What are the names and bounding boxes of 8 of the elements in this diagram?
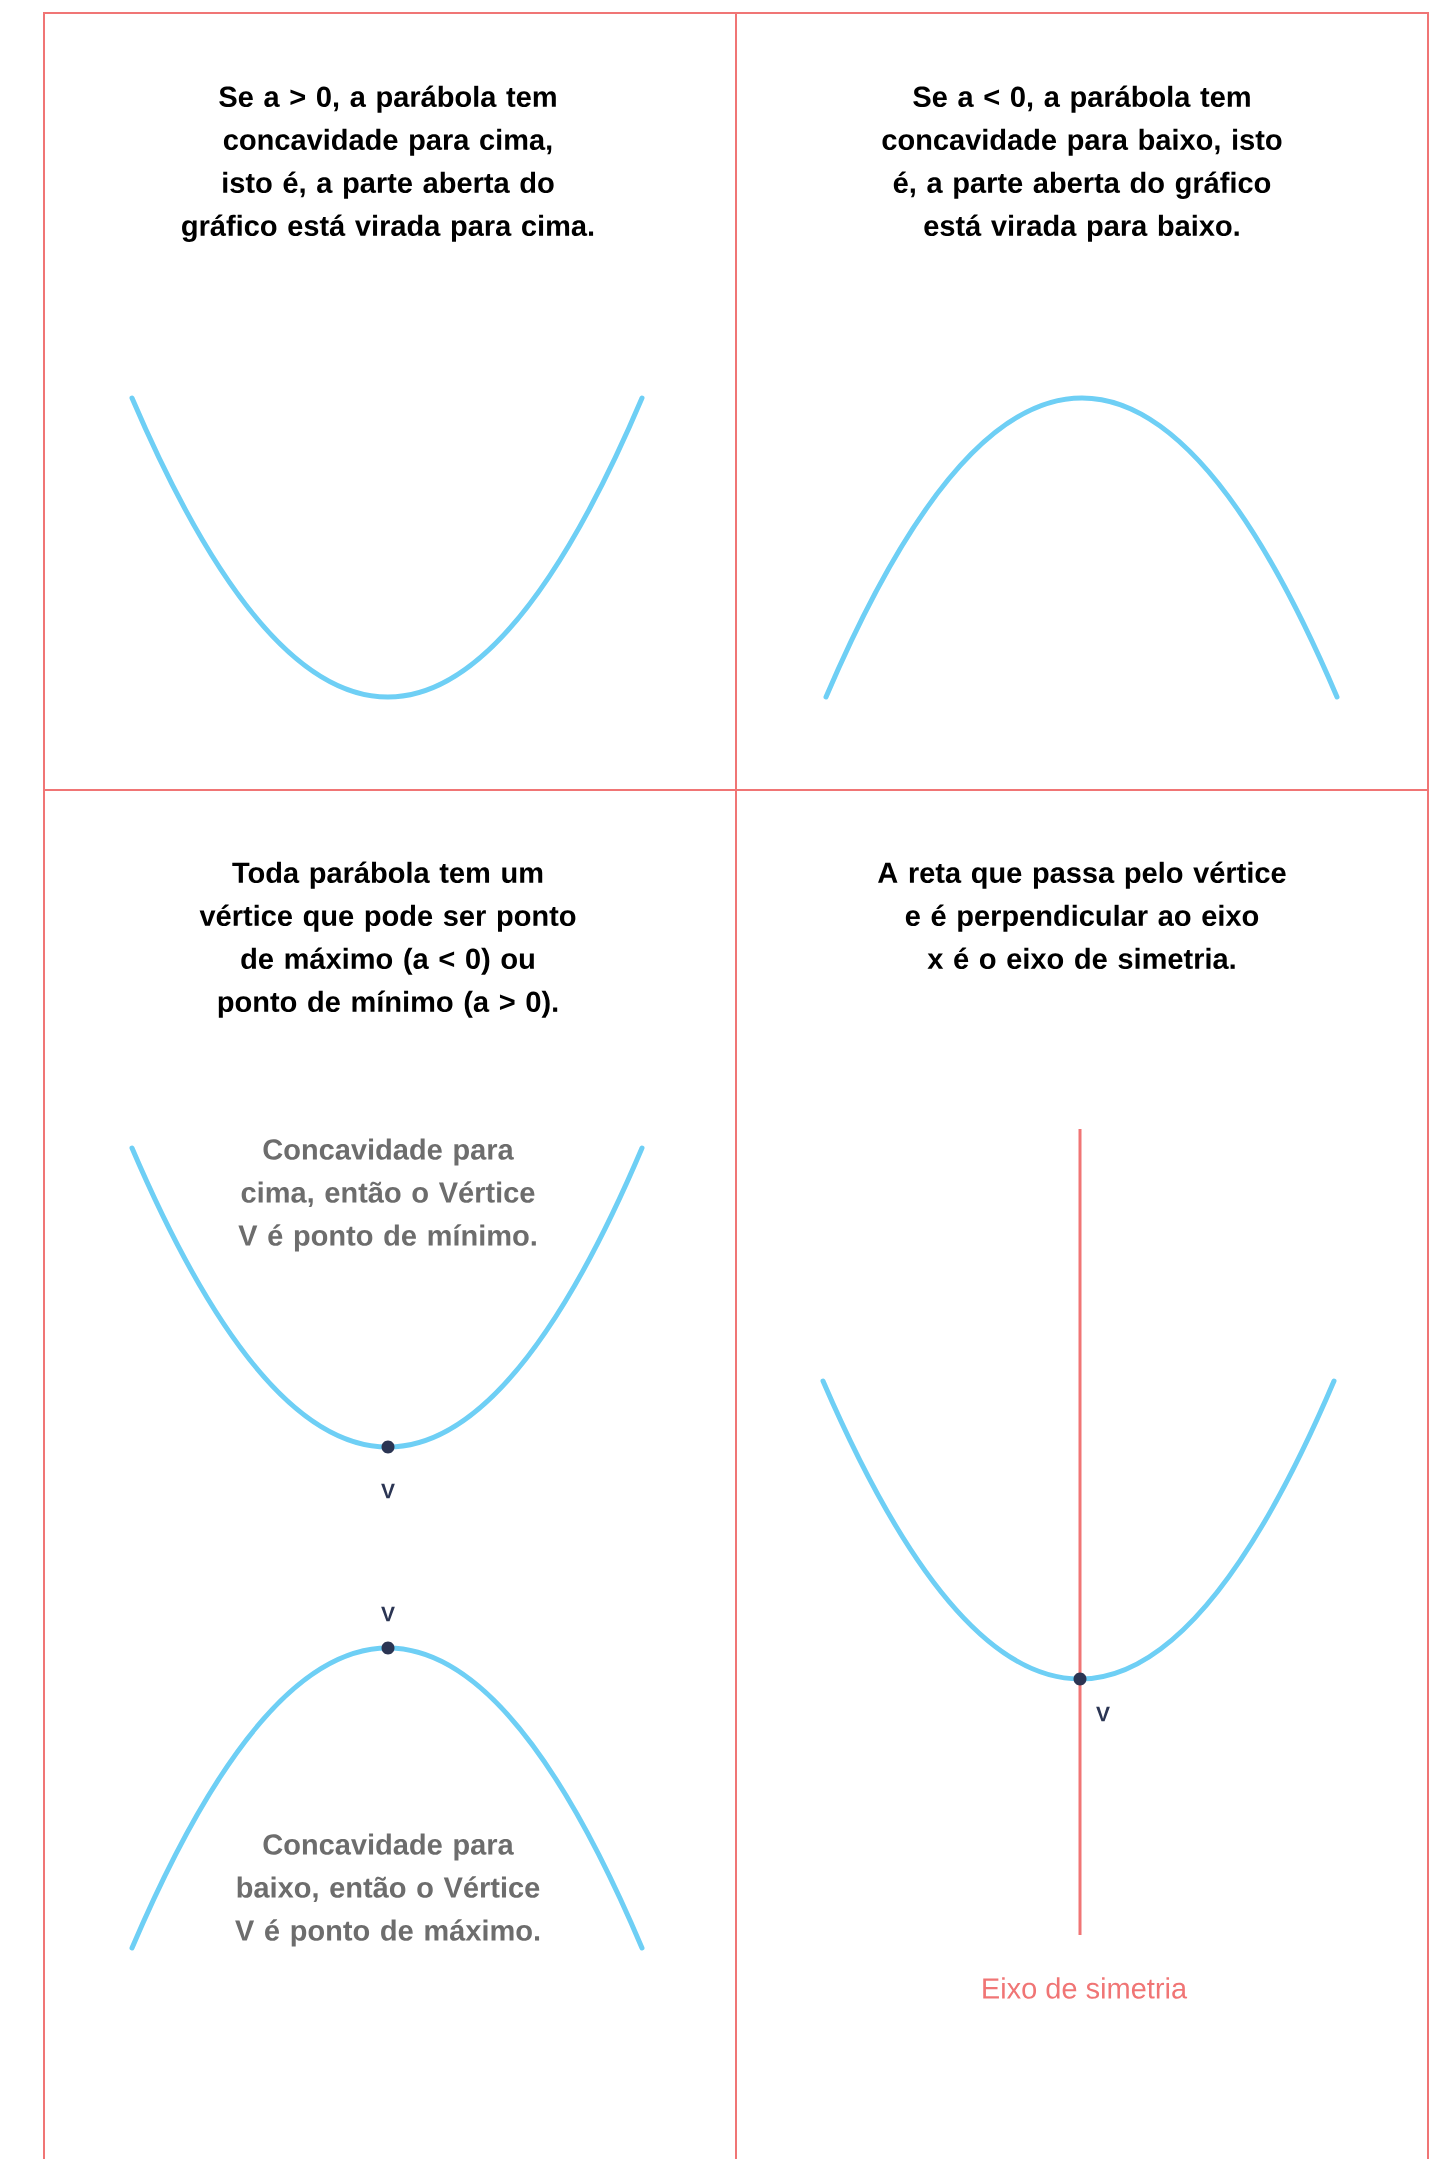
vertex-label: V bbox=[381, 1483, 395, 1499]
panel-box: Se a < 0, a parábola tem concavidade para baixo, isto é, a parte aberta do gráfico está virada para baixo. bbox=[735, 12, 1429, 791]
axis-label: Eixo de simetria bbox=[983, 1977, 1188, 1999]
caption-text: Concavidade para baixo, então o Vértice V é ponto de máximo. bbox=[235, 1833, 540, 1947]
panel-box: Se a > 0, a parábola tem concavidade para cima, isto é, a parte aberta do gráfico está virada para cima. bbox=[43, 12, 737, 791]
vertex-label: V bbox=[381, 1606, 395, 1622]
caption-text: Concavidade para cima, então o Vértice V é ponto de mínimo. bbox=[238, 1138, 536, 1252]
vertex-label: V bbox=[1096, 1706, 1110, 1722]
